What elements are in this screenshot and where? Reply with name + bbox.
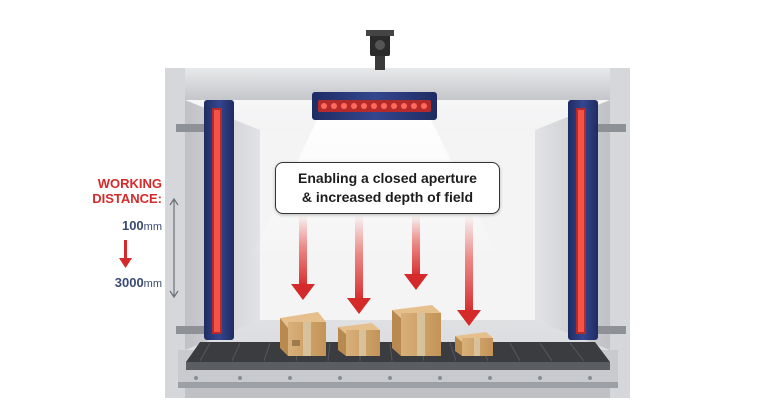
arrow-2: [347, 215, 371, 314]
box-icon: [280, 312, 326, 356]
side-light-bar-left: [176, 100, 234, 340]
arrow-1: [291, 215, 315, 300]
working-distance-title-line1: WORKING: [97, 176, 162, 191]
illumination-arrows: [291, 215, 481, 326]
distance-down-arrow: [119, 240, 132, 268]
side-light-bar-right: [568, 100, 626, 340]
callout-line1: Enabling a closed aperture: [298, 170, 477, 186]
working-distance-min-unit: mm: [143, 221, 162, 233]
arrow-3: [404, 215, 428, 290]
callout-box: Enabling a closed aperture & increased d…: [275, 162, 500, 214]
working-distance-max: 3000mm: [88, 275, 162, 290]
distance-range-line: [169, 197, 179, 299]
camera-icon: [366, 30, 394, 70]
working-distance-min-value: 100: [121, 218, 144, 233]
working-distance-title: WORKING DISTANCE:: [62, 176, 162, 206]
working-distance-max-unit: mm: [143, 278, 162, 290]
arrow-4: [457, 215, 481, 326]
working-distance-min: 100mm: [88, 218, 162, 233]
working-distance-max-value: 3000: [114, 275, 144, 290]
box-icon: [338, 323, 380, 356]
overhead-light-bar: [312, 92, 437, 120]
callout-line2: & increased depth of field: [301, 189, 474, 205]
working-distance-title-line2: DISTANCE:: [92, 191, 162, 206]
box-icon: [455, 332, 493, 356]
box-icon: [392, 305, 441, 356]
